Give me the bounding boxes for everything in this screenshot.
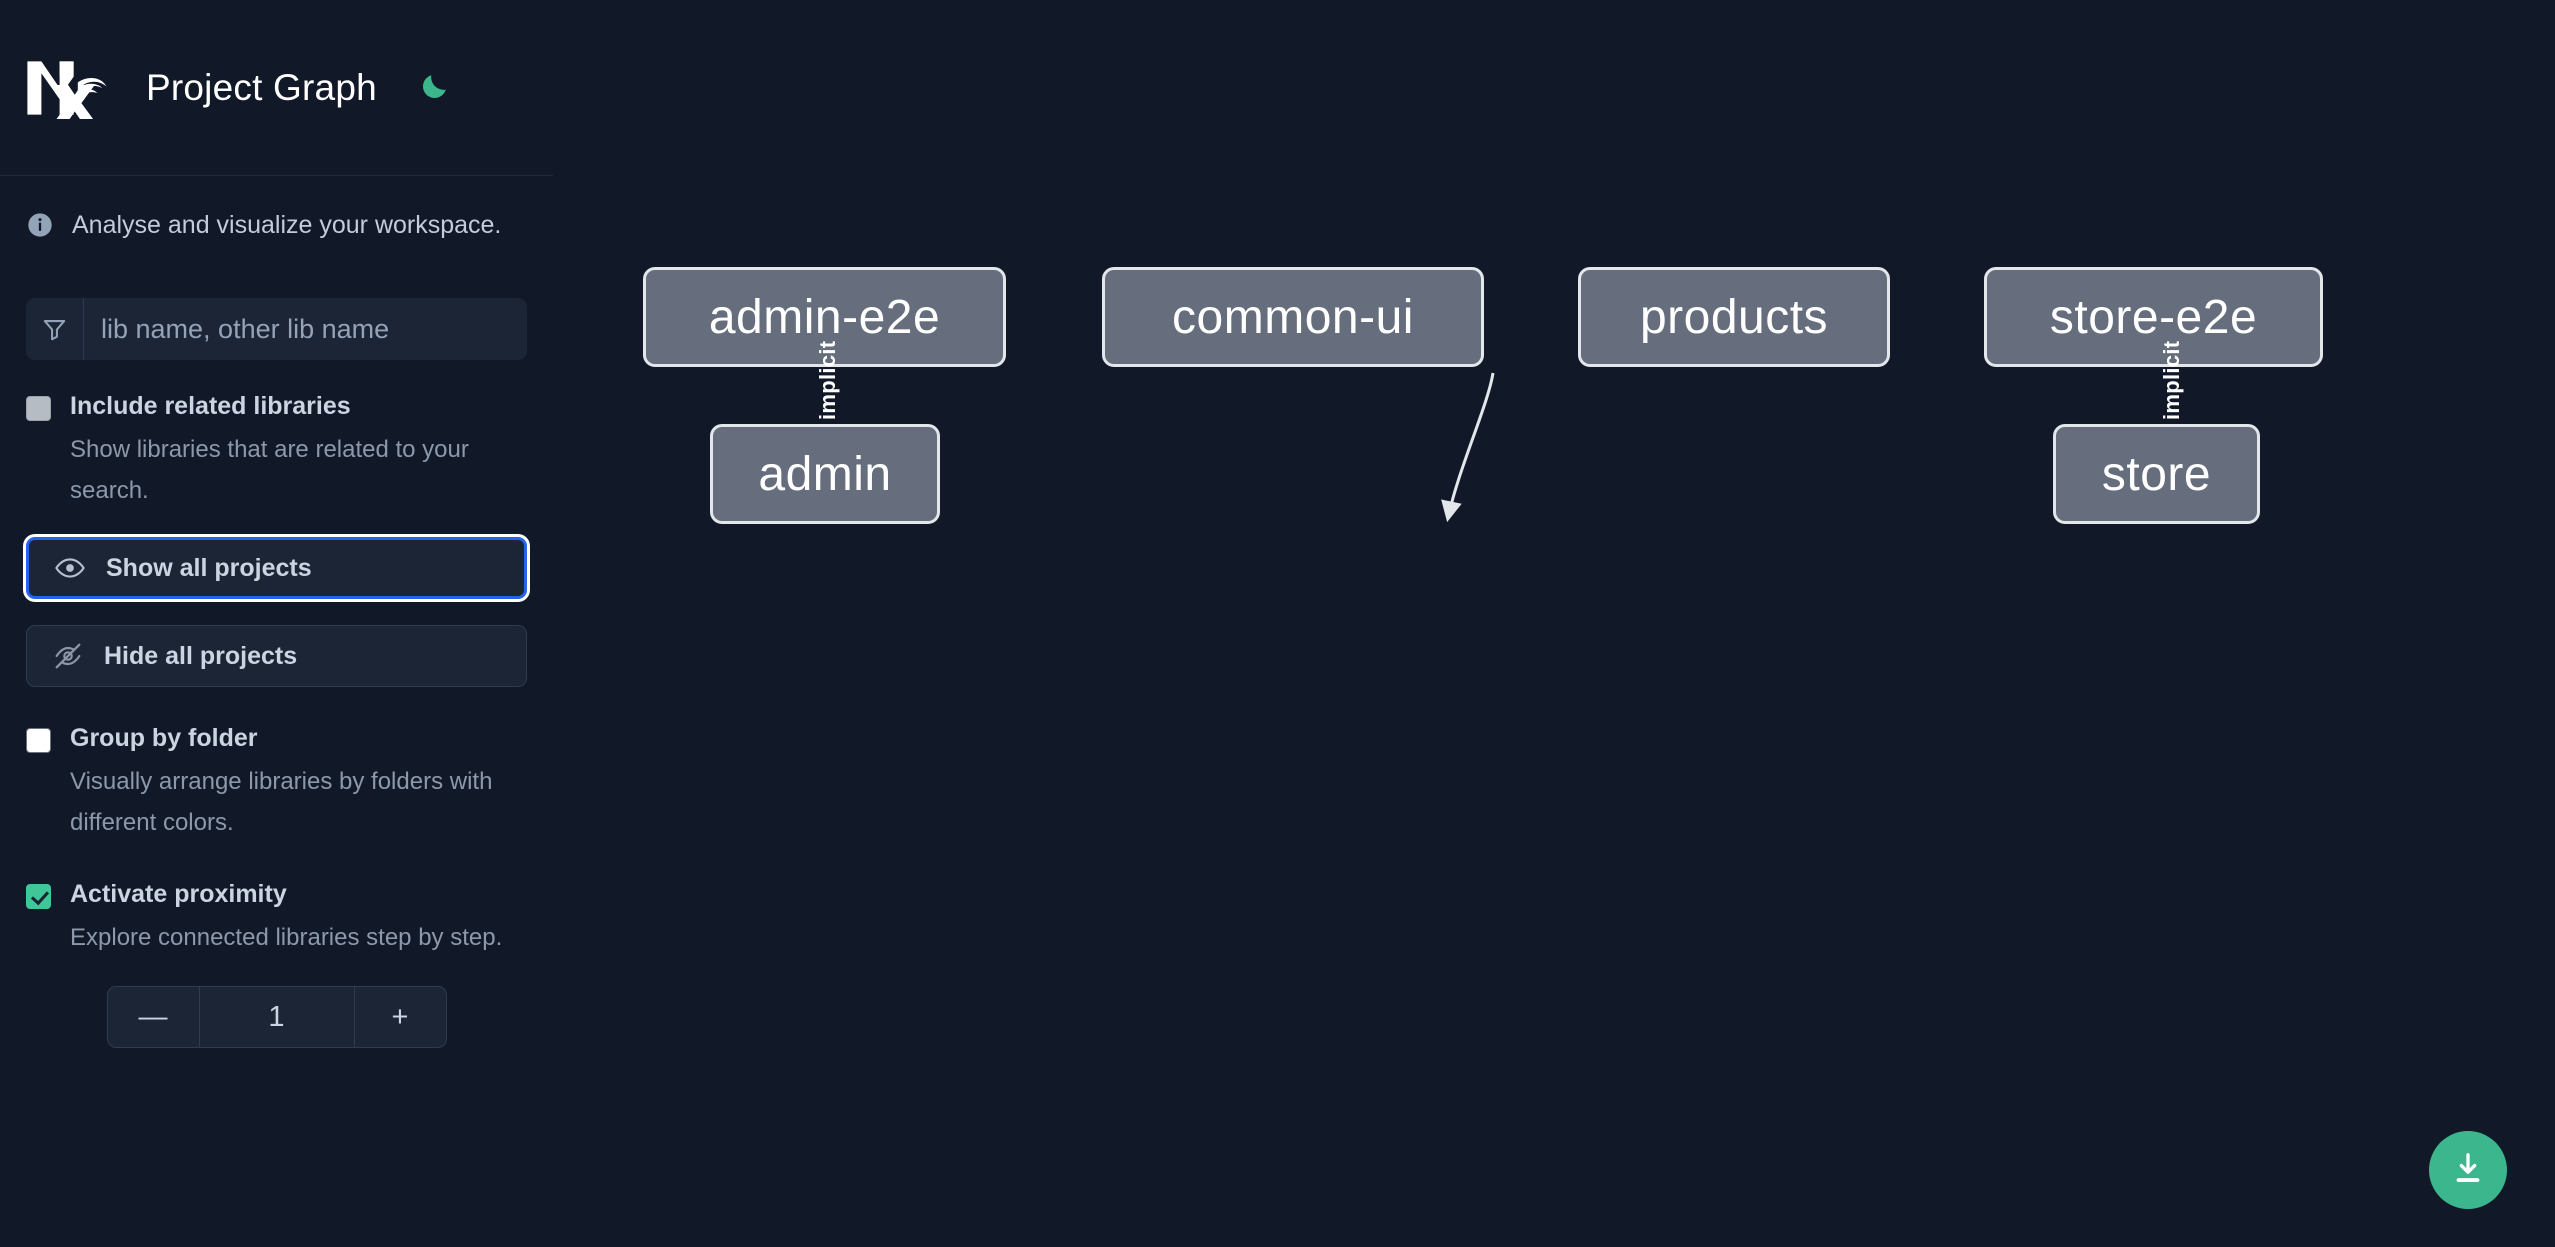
download-icon [2449,1150,2487,1191]
option-description: Explore connected libraries step by step… [70,924,503,951]
option-texts: Group by folder Visually arrange librari… [70,721,527,843]
include-related-libraries-checkbox[interactable] [26,396,51,421]
stepper-value: 1 [268,1000,285,1033]
option-description: Visually arrange libraries by folders wi… [70,768,493,836]
stepper-decrement-button[interactable]: — [108,987,200,1047]
stepper-increment-button[interactable]: + [353,987,446,1047]
graph-node-store-e2e[interactable]: store-e2e [1984,267,2323,367]
page-title: Project Graph [146,66,377,108]
graph-edge-label-admin: implicit [815,340,840,420]
graph-edges [1441,372,1495,523]
option-label: Group by folder [70,724,258,752]
proximity-stepper[interactable]: — 1 + [106,986,447,1048]
info-icon [26,211,54,239]
sidebar-body: Analyse and visualize your workspace. In… [0,176,553,1048]
option-texts: Activate proximity Explore connected lib… [70,877,527,958]
download-graph-button[interactable] [2429,1131,2507,1209]
show-all-projects-label: Show all projects [106,553,312,582]
graph-node-store[interactable]: store [2053,424,2260,524]
option-group-by-folder[interactable]: Group by folder Visually arrange librari… [26,721,527,843]
group-by-folder-checkbox[interactable] [26,728,51,753]
tagline: Analyse and visualize your workspace. [26,176,527,274]
option-texts: Include related libraries Show libraries… [70,389,527,511]
option-activate-proximity[interactable]: Activate proximity Explore connected lib… [26,877,527,958]
eye-icon [54,552,86,584]
search-field[interactable] [26,298,527,360]
option-label: Activate proximity [70,880,287,908]
graph-edge-label-store: implicit [2159,340,2184,420]
nx-logo-icon [26,57,110,121]
show-all-projects-button[interactable]: Show all projects [26,537,527,599]
search-input[interactable] [84,298,527,360]
graph-node-admin[interactable]: admin [710,424,940,524]
graph-canvas[interactable]: admin-e2e common-ui products store-e2e a… [553,0,2555,1247]
activate-proximity-checkbox[interactable] [26,884,51,909]
eye-off-icon [52,640,84,672]
graph-node-products[interactable]: products [1578,267,1890,367]
hide-all-projects-label: Hide all projects [104,641,298,670]
graph-node-admin-e2e[interactable]: admin-e2e [643,267,1006,367]
filter-icon [26,298,84,360]
option-include-related-libraries[interactable]: Include related libraries Show libraries… [26,389,527,511]
graph-node-common-ui[interactable]: common-ui [1102,267,1484,367]
sidebar-header: Project Graph [0,0,553,176]
option-description: Show libraries that are related to your … [70,436,469,504]
sidebar: Project Graph Analyse and visualize your… [0,0,553,1247]
hide-all-projects-button[interactable]: Hide all projects [26,625,527,687]
tagline-text: Analyse and visualize your workspace. [72,210,502,239]
moon-icon[interactable] [413,68,453,108]
option-label: Include related libraries [70,392,351,420]
